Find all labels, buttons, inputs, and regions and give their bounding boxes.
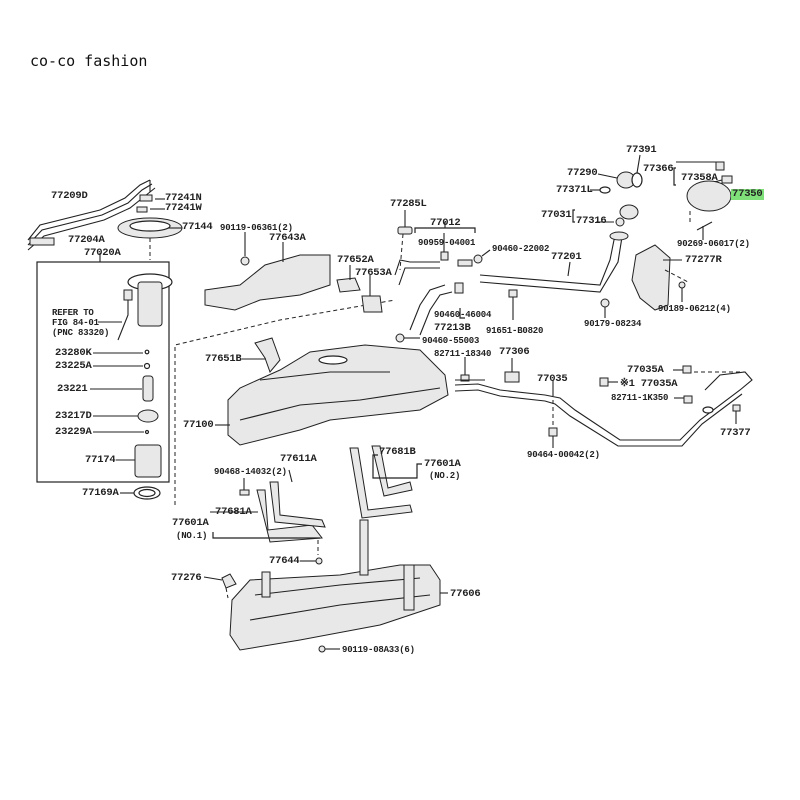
part-label-23225a: 23225A [55, 360, 92, 372]
part-label-77652a: 77652A [337, 254, 374, 266]
part-label-90119-08a33: 90119-08A33(6) [342, 645, 415, 655]
part-label-23221: 23221 [57, 383, 88, 395]
part-label-90468-14032: 90468-14032(2) [214, 467, 287, 477]
fuel-pump-assembly-box [36, 261, 170, 483]
protector-77643a-drawing [204, 254, 331, 311]
fuel-cap-77031-drawing [619, 204, 639, 220]
part-label-77174: 77174 [85, 454, 116, 466]
part-label-77653a: 77653A [355, 267, 392, 279]
part-label-77358a: 77358A [681, 172, 718, 184]
part-label-77606: 77606 [450, 588, 481, 600]
brand-watermark: co-co fashion [30, 52, 148, 70]
part-label-90189-06212: 90189-06212(4) [658, 304, 731, 314]
part-label-77276: 77276 [171, 572, 202, 584]
part-label-77644: 77644 [269, 555, 300, 567]
filter-77174-drawing [134, 444, 162, 478]
housing-77277r-drawing [631, 244, 671, 311]
part-label-77035: 77035 [537, 373, 568, 385]
part-label-77285l: 77285L [390, 198, 427, 210]
label-no1: (NO.1) [176, 531, 208, 541]
part-label-77031: 77031 [541, 209, 572, 221]
part-label-77306: 77306 [499, 346, 530, 358]
refer-note-line1: REFER TO [52, 308, 94, 318]
part-label-77012: 77012 [430, 217, 461, 229]
part-label-77277r: 77277R [685, 254, 722, 266]
part-label-23217d: 23217D [55, 410, 92, 422]
part-label-90179-08234: 90179-08234 [584, 319, 642, 329]
part-label-90460-55003: 90460-55003 [422, 336, 480, 346]
part-label-77201: 77201 [551, 251, 582, 263]
part-label-90269-06017: 90269-06017(2) [677, 239, 750, 249]
part-label-77035a-top: 77035A [627, 364, 664, 376]
part-label-77100: 77100 [183, 419, 214, 431]
part-label-77204a: 77204A [68, 234, 105, 246]
part-label-77366: 77366 [643, 163, 674, 175]
fuel-pump-bracket-drawing [137, 281, 163, 327]
part-label-91651-b0820: 91651-B0820 [486, 326, 544, 336]
label-no2: (NO.2) [429, 471, 461, 481]
fuel-tank-77100-drawing [227, 344, 449, 446]
part-label-77611a: 77611A [280, 453, 317, 465]
part-label-77651b: 77651B [205, 353, 242, 365]
part-label-90460-46004: 90460-46004 [434, 310, 492, 320]
part-label-90959-04001: 90959-04001 [418, 238, 476, 248]
part-label-77144: 77144 [182, 221, 213, 233]
part-label-77316: 77316 [576, 215, 607, 227]
part-label-90460-22002: 90460-22002 [492, 244, 550, 254]
part-label-77241w: 77241W [165, 202, 202, 214]
part-label-90119-06361: 90119-06361(2) [220, 223, 293, 233]
part-label-23280k: 23280K [55, 347, 92, 359]
clip-77276-drawing [221, 573, 237, 589]
clip-77241w-drawing [136, 206, 148, 213]
part-label-82711-1k350: 82711-1K350 [611, 393, 669, 403]
part-label-77241n: 77241N [165, 192, 202, 204]
strap-77651b-drawing [254, 337, 281, 373]
part-label-90464-00042: 90464-00042(2) [527, 450, 600, 460]
fuel-door-77350-drawing [686, 180, 732, 212]
part-label-77290: 77290 [567, 167, 598, 179]
refer-note-line2: FIG 84-01 [52, 318, 99, 328]
part-label-77643a: 77643A [269, 232, 306, 244]
fuel-pump-23221-drawing [142, 375, 154, 402]
refer-note-line3: (PNC 83320) [52, 328, 110, 338]
part-label-77350-highlighted: 77350 [731, 188, 764, 200]
part-label-23229a: 23229A [55, 426, 92, 438]
clamp-77285l-drawing [397, 226, 413, 235]
part-label-77371l: 77371L [556, 184, 593, 196]
part-label-77601a-no2: 77601A [424, 458, 461, 470]
part-label-77213b: 77213B [434, 322, 471, 334]
cushion-77653a-drawing [361, 295, 383, 313]
part-label-77681b: 77681B [379, 446, 416, 458]
part-label-77391: 77391 [626, 144, 657, 156]
part-label-77601a-no1: 77601A [172, 517, 209, 529]
part-label-77377: 77377 [720, 427, 751, 439]
part-label-77020a: 77020A [84, 247, 121, 259]
clip-77241n-drawing [139, 194, 153, 202]
part-label-77209d: 77209D [51, 190, 88, 202]
part-label-77169a: 77169A [82, 487, 119, 499]
cushion-77652a-drawing [336, 277, 361, 293]
part-label-77035a-note1: ※1 77035A [620, 378, 678, 390]
part-label-77681a: 77681A [215, 506, 252, 518]
band-77601a-no2-drawing [349, 447, 413, 519]
part-label-82711-18340: 82711-18340 [434, 349, 492, 359]
filler-pipe-77201-drawing [609, 231, 629, 241]
